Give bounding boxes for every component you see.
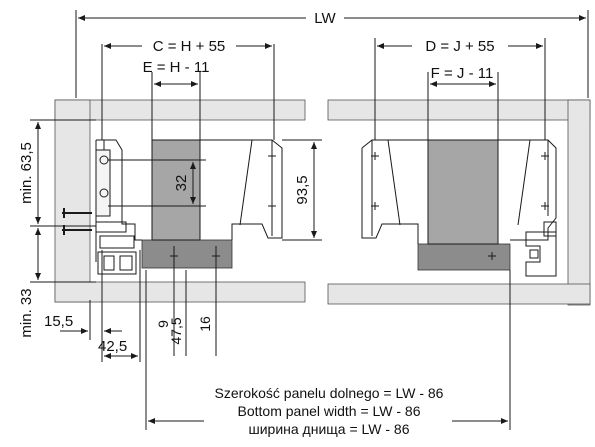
caption-line-pl: Szerokość panelu dolnego = LW - 86: [215, 385, 444, 401]
caption-line-ru: ширина днища = LW - 86: [248, 421, 409, 437]
label-16: 16: [197, 316, 213, 332]
cabinet-panels: [54, 99, 591, 306]
right-bottom-panel: [327, 283, 591, 305]
right-top-panel: [327, 99, 591, 121]
right-drawer-left-wall: [361, 139, 428, 244]
label-d: D = J + 55: [425, 38, 494, 55]
right-runner-mechanism: [525, 221, 557, 277]
screw-icons: [62, 208, 92, 235]
label-lw: LW: [314, 10, 336, 27]
label-min-33: min. 33: [18, 288, 35, 337]
left-bottom-panel: [54, 281, 306, 303]
left-side-panel: [54, 99, 91, 303]
label-min-63-5: min. 63,5: [18, 142, 35, 204]
right-drawer-base: [417, 243, 511, 271]
label-f: F = J - 11: [431, 65, 494, 82]
label-47-5: 47,5: [168, 317, 184, 344]
left-top-panel: [54, 99, 306, 121]
caption-line-en: Bottom panel width = LW - 86: [238, 403, 421, 419]
label-32: 32: [173, 175, 190, 192]
right-side-panel: [567, 99, 591, 306]
right-drawer-right-wall: [498, 139, 557, 241]
right-insert-panel: [428, 140, 498, 244]
label-93-5: 93,5: [294, 175, 311, 204]
label-42-5: 42,5: [98, 338, 127, 355]
label-15-5: 15,5: [44, 313, 73, 330]
dimension-lines: [30, 10, 589, 430]
label-e: E = H - 11: [143, 59, 210, 76]
label-9: 9: [155, 320, 171, 328]
left-drawer-right-wall: [200, 139, 283, 240]
left-drawer-base: [141, 239, 233, 269]
label-c: C = H + 55: [153, 38, 226, 55]
